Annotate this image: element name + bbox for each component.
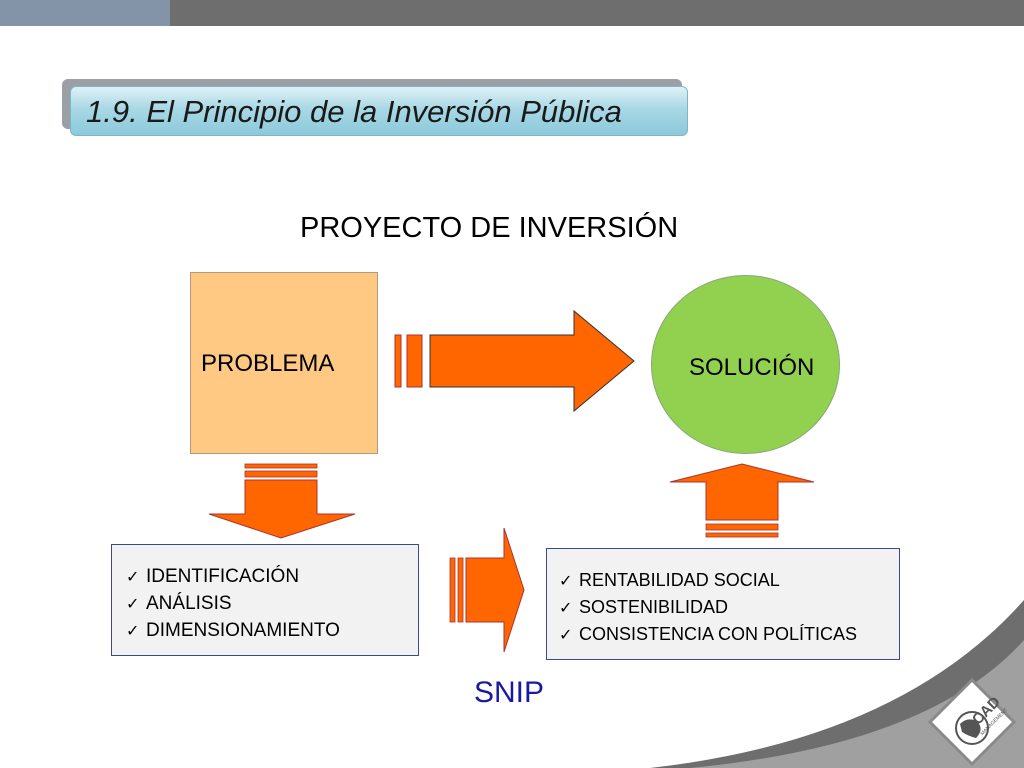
top-bar-accent (0, 0, 170, 26)
solution-label: SOLUCIÓN (689, 354, 815, 381)
list-item: CONSISTENCIA CON POLÍTICAS (559, 621, 899, 648)
title-banner (70, 86, 688, 136)
arrow-up-right (669, 463, 815, 538)
diagram-heading: PROYECTO DE INVERSIÓN (300, 212, 679, 244)
analysis-list-box: IDENTIFICACIÓN ANÁLISIS DIMENSIONAMIENTO (111, 544, 419, 656)
arrow-right-small (449, 527, 525, 653)
criteria-list: RENTABILIDAD SOCIAL SOSTENIBILIDAD CONSI… (559, 567, 899, 648)
list-item: IDENTIFICACIÓN (126, 563, 418, 590)
problem-label: PROBLEMA (201, 350, 335, 377)
arrow-right-main (394, 309, 635, 413)
slide-title: 1.9. El Principio de la Inversión Públic… (86, 94, 622, 129)
arrow-down-left (208, 463, 356, 539)
solution-circle (651, 275, 840, 454)
list-item: DIMENSIONAMIENTO (126, 617, 418, 644)
list-item: RENTABILIDAD SOCIAL (559, 567, 899, 594)
snip-label: SNIP (474, 676, 545, 709)
analysis-list: IDENTIFICACIÓN ANÁLISIS DIMENSIONAMIENTO (126, 563, 418, 644)
cad-logo: CAD MANAGEMENT (927, 677, 1017, 767)
list-item: ANÁLISIS (126, 590, 418, 617)
top-bar (0, 0, 1024, 26)
criteria-list-box: RENTABILIDAD SOCIAL SOSTENIBILIDAD CONSI… (546, 548, 900, 660)
problem-box (190, 272, 378, 454)
list-item: SOSTENIBILIDAD (559, 594, 899, 621)
